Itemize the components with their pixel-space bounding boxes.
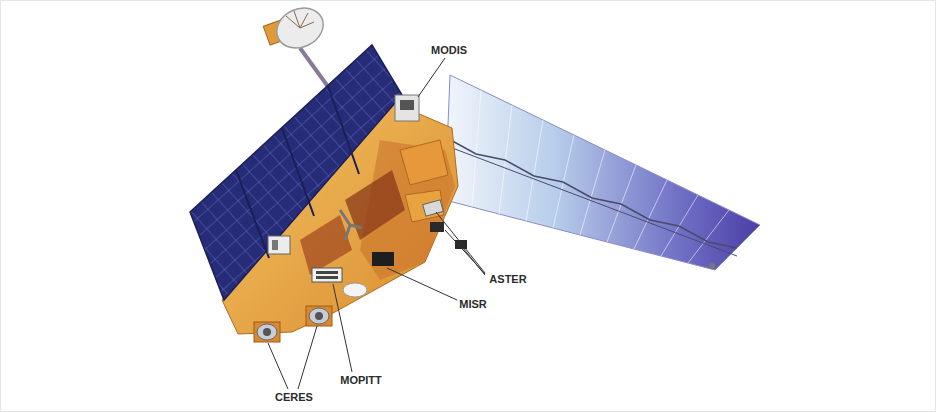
solar-cells [190,45,402,300]
modis-instrument [395,95,419,121]
ceres-instrument [254,322,280,342]
dish-struts [286,11,314,28]
aster-instrument [423,200,443,216]
antenna-dish [270,1,330,56]
body-panel [345,170,405,240]
wing-tip [709,263,715,269]
mopitt-instrument [312,268,342,282]
leader-lines [268,58,485,389]
sensor-dome [343,283,367,297]
part-label: MISR [459,298,487,310]
part-label: MODIS [431,44,467,56]
sensor-box [268,236,290,254]
solar-wing [445,75,760,270]
part-label: MOPITT [340,374,382,386]
modis-aperture [400,100,414,110]
wing-stripes [472,90,729,263]
wing-truss [447,138,737,248]
body-box [405,190,444,222]
body-box [400,140,448,185]
body-panel [300,215,352,275]
aster-instrument [430,222,444,232]
wing-boom [447,146,737,256]
part-label: ASTER [489,273,526,285]
ceres-instrument [306,306,332,326]
part-label: CERES [275,391,313,403]
sensor-arm [340,210,362,240]
misr-instrument [372,252,394,266]
